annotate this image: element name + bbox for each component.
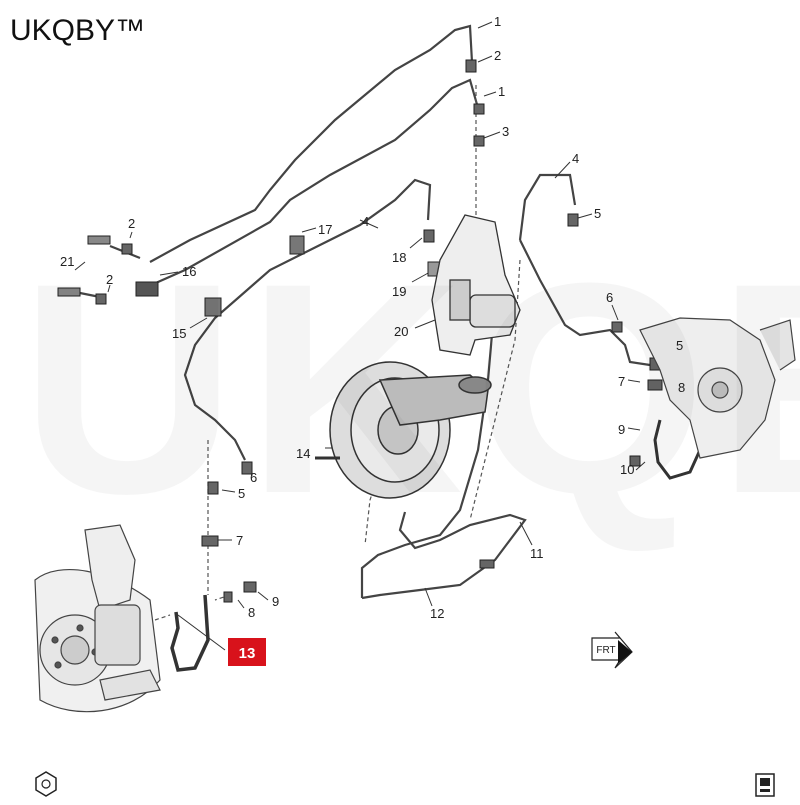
fitting-6-right [611, 321, 623, 333]
front-left-wheel-assembly [34, 524, 161, 713]
fitting-18 [423, 229, 435, 243]
hex-nut-icon [35, 771, 57, 797]
brake-line-long-b [361, 511, 527, 600]
callout-9: 9 [272, 594, 279, 609]
callout-8: 8 [678, 380, 685, 395]
brake-hose-front-left [170, 594, 210, 672]
highlight-callout-box [228, 638, 266, 666]
callout-3: 3 [502, 124, 509, 139]
brake-line-long [360, 229, 497, 598]
callout-8: 8 [248, 605, 255, 620]
callout-2: 2 [494, 48, 501, 63]
fitting-5-top [567, 213, 579, 227]
callout-2: 2 [128, 216, 135, 231]
rear-right-knuckle [639, 317, 796, 459]
callout-14: 14 [296, 446, 310, 461]
fitting-12-end [479, 559, 495, 569]
brake-line-mid [183, 178, 432, 461]
brand-logo: UKQBY™ [10, 14, 146, 47]
callout-10: 10 [620, 462, 634, 477]
callout-15: 15 [172, 326, 186, 341]
callout-4: 4 [362, 214, 369, 229]
callout-5: 5 [594, 206, 601, 221]
callout-2: 2 [106, 272, 113, 287]
callout-5: 5 [676, 338, 683, 353]
brake-booster [315, 361, 492, 499]
fitting-1 [473, 103, 485, 115]
brake-line-mid-b [518, 173, 577, 241]
fitting-8-left [223, 591, 233, 603]
front-direction-indicator: FRT [591, 631, 633, 669]
abs-module [431, 214, 521, 356]
fitting-21-lower [57, 287, 81, 297]
fitting-6-left [241, 461, 253, 475]
brake-line-upper [149, 24, 474, 263]
callout-20: 20 [394, 324, 408, 339]
fitting-2-left-lower [95, 293, 107, 305]
callout-11: 11 [530, 546, 544, 561]
fitting-9-left [243, 581, 257, 593]
fitting-5-left [207, 481, 219, 495]
fitting-7-right [647, 379, 663, 391]
fitting-21-upper [87, 235, 111, 245]
callout-1: 1 [494, 14, 501, 29]
callout-17: 17 [318, 222, 332, 237]
fitting-2-left-upper [121, 243, 133, 255]
frt-label: FRT [596, 645, 615, 656]
fitting-2-top [465, 59, 477, 73]
callout-21: 21 [60, 254, 74, 269]
callout-numbers: 1 2 1 3 4 5 2 21 2 16 17 18 19 20 4 15 6… [60, 14, 685, 621]
callout-7: 7 [618, 374, 625, 389]
callout-6: 6 [250, 470, 257, 485]
callout-19: 19 [392, 284, 406, 299]
callout-6: 6 [606, 290, 613, 305]
fitting-15 [204, 297, 222, 317]
callout-7: 7 [236, 533, 243, 548]
watermark: UKQBY™ [20, 215, 800, 561]
callout-1: 1 [498, 84, 505, 99]
fitting-17 [289, 235, 305, 255]
callout-5: 5 [238, 486, 245, 501]
fitting-7-left [201, 535, 219, 547]
vehicle-chassis-icon [755, 773, 775, 797]
callout-16: 16 [182, 264, 196, 279]
brake-line-right [519, 239, 651, 367]
callout-12: 12 [430, 606, 444, 621]
callout-9: 9 [618, 422, 625, 437]
fitting-9-right [629, 455, 641, 467]
brake-lines [74, 24, 651, 600]
callout-18: 18 [392, 250, 406, 265]
brake-line-upper-b [139, 78, 480, 292]
fitting-16 [135, 281, 159, 297]
fitting-3 [473, 135, 485, 147]
callout-4: 4 [572, 151, 579, 166]
highlight-callout-label: 13 [239, 645, 256, 662]
